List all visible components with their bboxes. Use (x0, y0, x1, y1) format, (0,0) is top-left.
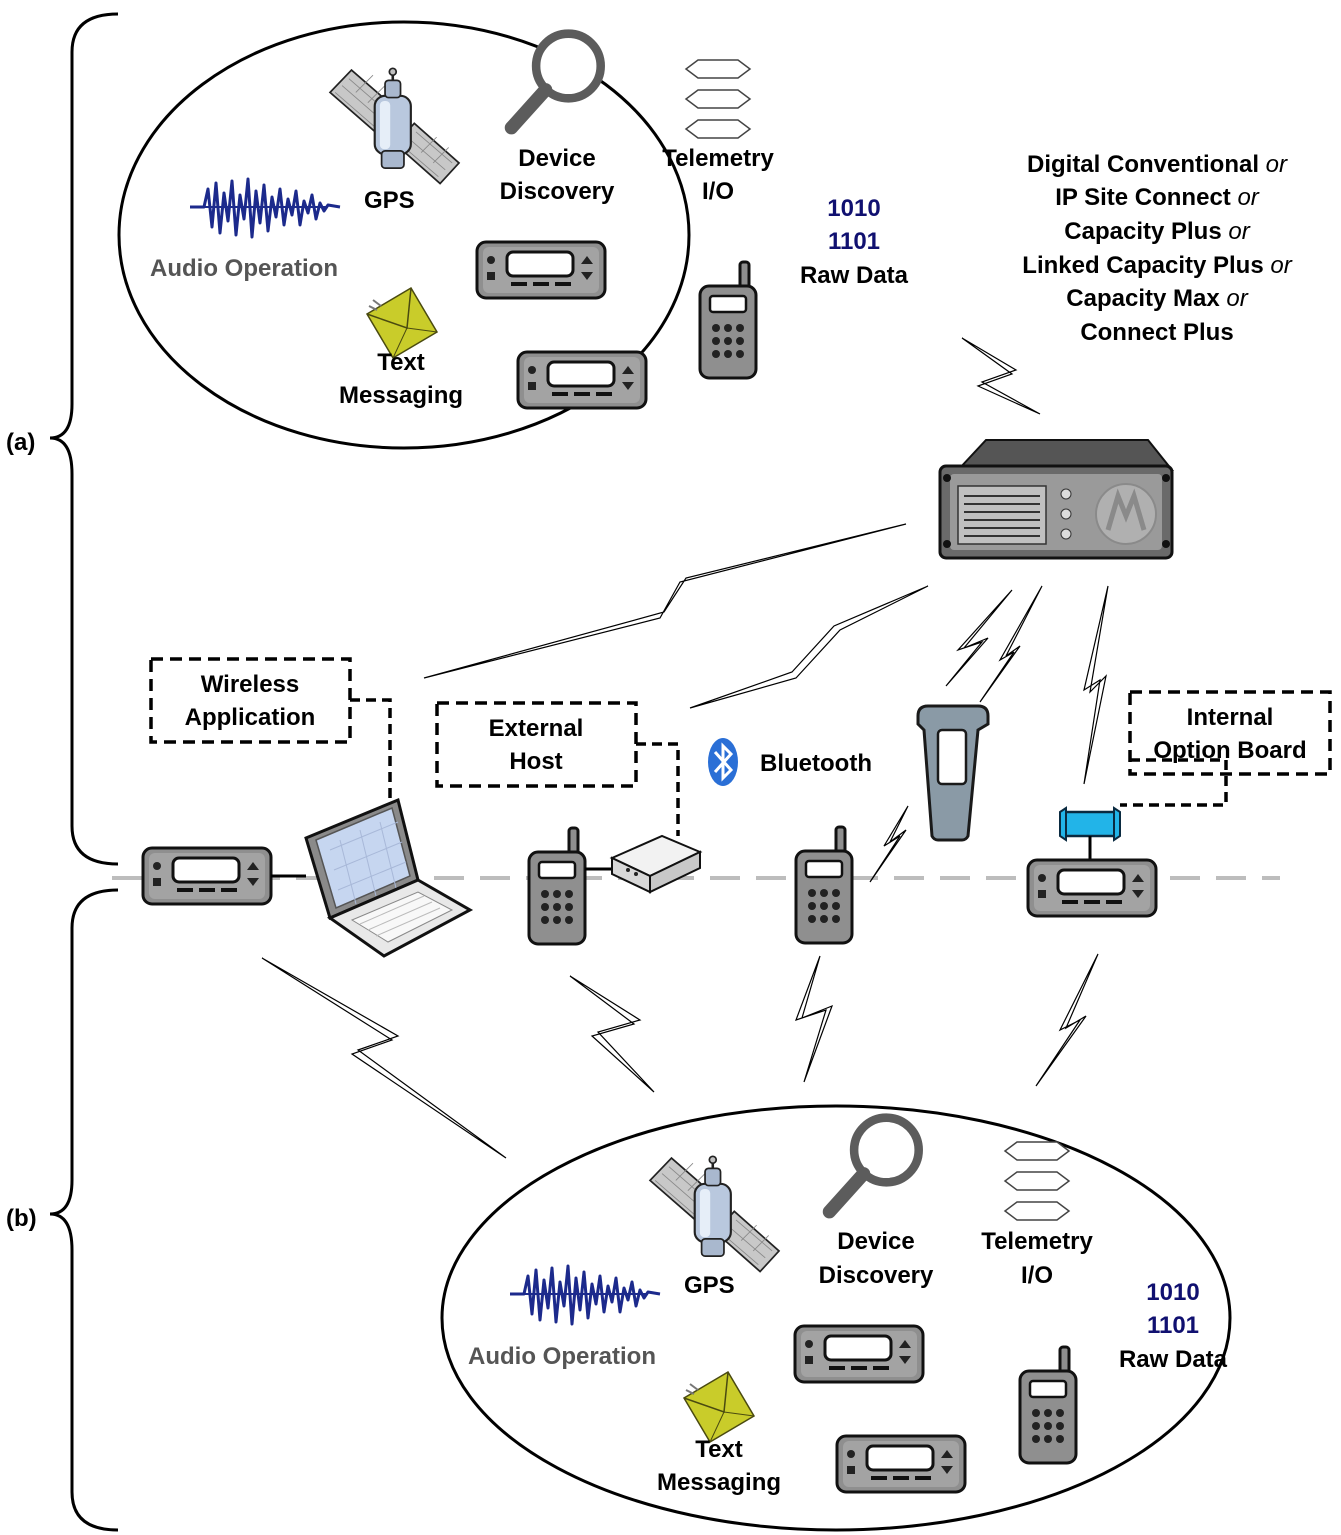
internal-option-board-line1: Internal (1187, 704, 1274, 731)
telemetry-icon (1004, 1141, 1070, 1221)
top-cluster-ellipse (117, 20, 691, 450)
top-device-discovery-line1: Device (518, 145, 595, 172)
bottom-raw-data-1101: 1101 (1147, 1312, 1199, 1339)
portable-radio-icon (698, 260, 758, 380)
top-raw-data-1101: 1101 (828, 228, 880, 255)
bluetooth-accessory-icon (916, 704, 990, 842)
mobile-radio-icon (835, 1434, 967, 1494)
external-host-device-icon (609, 834, 703, 894)
brace-b (49, 888, 119, 1532)
bottom-device-discovery-line2: Discovery (819, 1262, 934, 1289)
external-host-callout: External Host (435, 701, 680, 836)
system-item: Capacity Max or (1066, 285, 1248, 312)
top-text-messaging-line2: Messaging (339, 382, 463, 409)
portable-radio-icon (794, 825, 854, 945)
bottom-raw-data-1010: 1010 (1146, 1279, 1199, 1306)
system-item: Capacity Plus or (1064, 218, 1250, 245)
bottom-text-messaging-line2: Messaging (657, 1469, 781, 1496)
telemetry-icon (685, 59, 751, 139)
system-list: Digital Conventional or IP Site Connect … (1022, 151, 1292, 346)
system-item: Digital Conventional or (1027, 151, 1288, 178)
bottom-device-discovery-line1: Device (837, 1228, 914, 1255)
top-gps-label: GPS (364, 187, 415, 214)
top-raw-data-label: Raw Data (800, 262, 909, 289)
brace-b-label: (b) (6, 1205, 37, 1232)
system-item: Connect Plus (1080, 319, 1233, 346)
internal-option-board-line2: Option Board (1153, 737, 1306, 764)
wireless-application-line1: Wireless (201, 671, 300, 698)
bottom-telemetry-line2: I/O (1021, 1262, 1053, 1289)
repeater-icon (938, 439, 1175, 560)
external-host-line1: External (489, 715, 584, 742)
bottom-raw-data-label: Raw Data (1119, 1346, 1228, 1373)
radio-link (261, 337, 1109, 1159)
top-telemetry-line1: Telemetry (662, 145, 774, 172)
top-telemetry-line2: I/O (702, 178, 734, 205)
mobile-radio-icon (141, 846, 273, 906)
top-device-discovery-line2: Discovery (500, 178, 615, 205)
brace-a-label: (a) (6, 429, 35, 456)
wireless-application-callout: Wireless Application (149, 657, 392, 800)
portable-radio-icon (527, 826, 587, 946)
bluetooth-icon (708, 738, 738, 786)
external-host-line2: Host (509, 748, 562, 775)
internal-option-board-callout: Internal Option Board (1120, 690, 1332, 807)
top-text-messaging-line1: Text (377, 349, 425, 376)
system-item: Linked Capacity Plus or (1022, 252, 1292, 279)
bottom-audio-label: Audio Operation (468, 1343, 656, 1370)
system-item: IP Site Connect or (1055, 184, 1260, 211)
bottom-telemetry-line1: Telemetry (981, 1228, 1093, 1255)
brace-a (49, 12, 119, 866)
mobile-radio-icon (793, 1324, 925, 1384)
top-audio-label: Audio Operation (150, 255, 338, 282)
laptop-icon (304, 797, 474, 958)
top-raw-data-1010: 1010 (827, 195, 880, 222)
bottom-text-messaging-line1: Text (695, 1436, 743, 1463)
bottom-gps-label: GPS (684, 1272, 735, 1299)
option-board-icon (1059, 806, 1121, 842)
bluetooth-label: Bluetooth (760, 750, 872, 777)
wireless-application-line2: Application (185, 704, 316, 731)
mobile-radio-icon (516, 350, 648, 410)
mobile-radio-icon (1026, 858, 1158, 918)
mobile-radio-icon (475, 240, 607, 300)
